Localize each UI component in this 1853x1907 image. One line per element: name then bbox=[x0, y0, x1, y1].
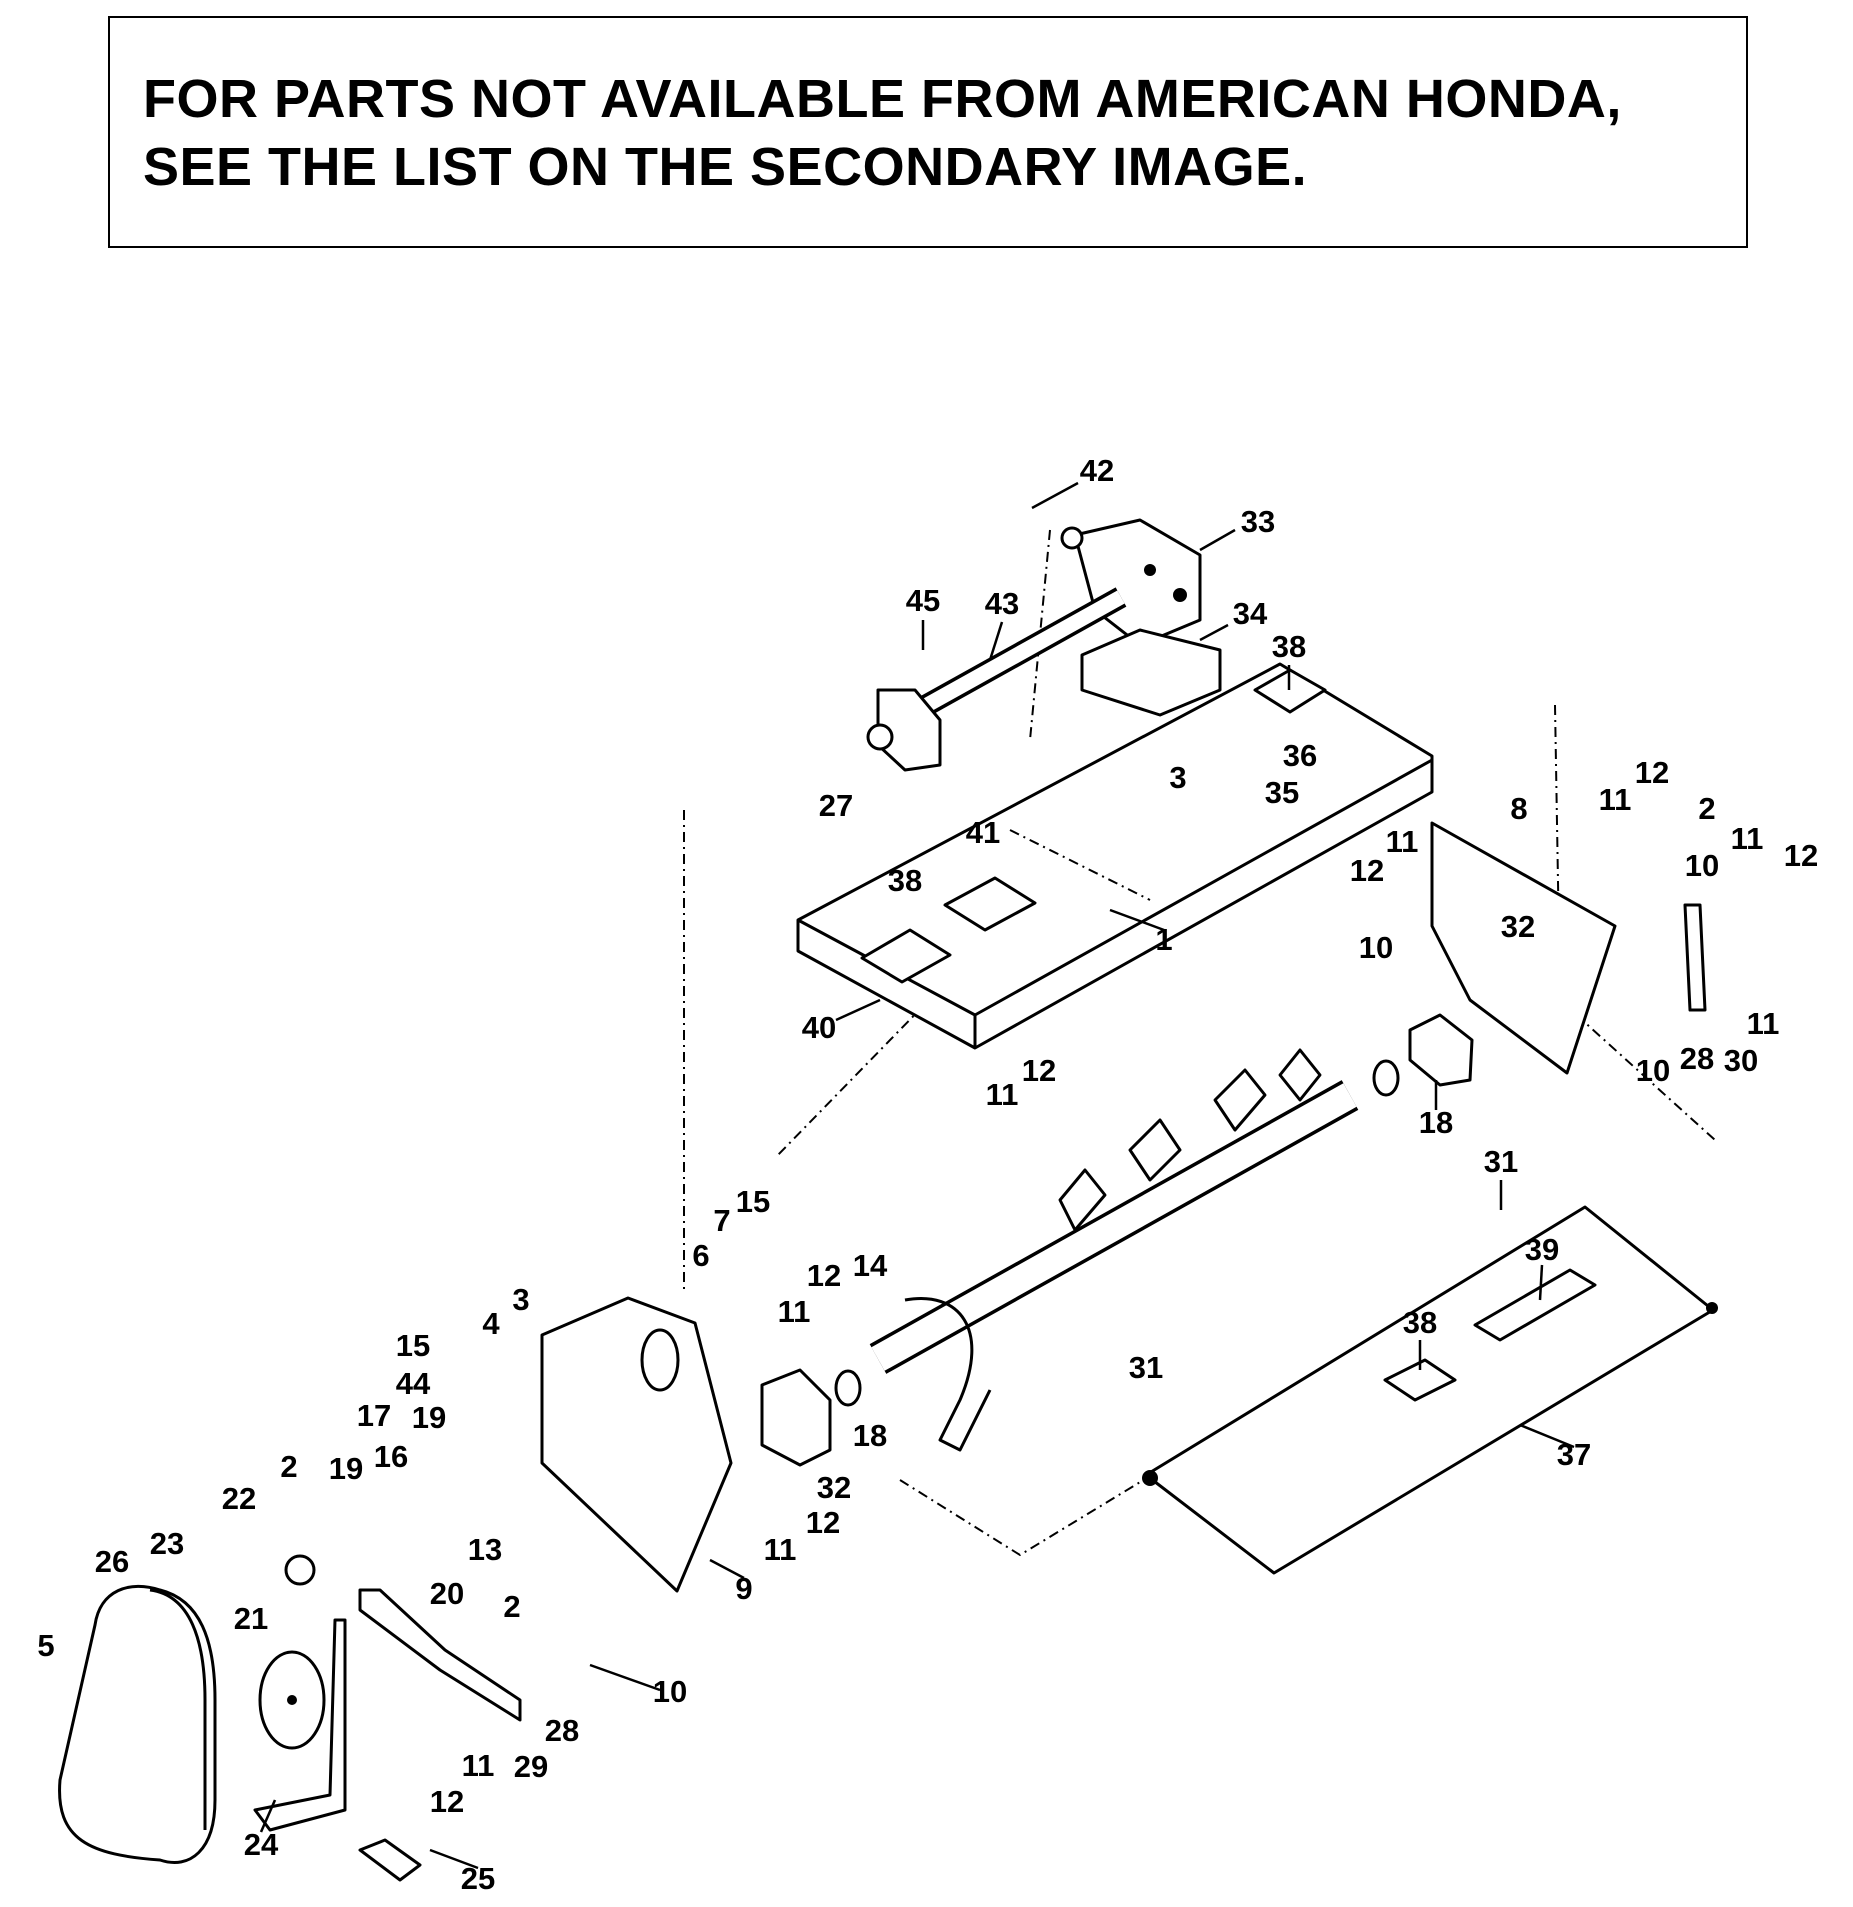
callout: 36 bbox=[1283, 738, 1317, 773]
callout: 38 bbox=[888, 863, 922, 898]
callout: 18 bbox=[853, 1418, 887, 1453]
callout: 14 bbox=[853, 1248, 888, 1283]
callout: 29 bbox=[514, 1749, 548, 1784]
callout: 13 bbox=[468, 1532, 502, 1567]
callout: 21 bbox=[234, 1601, 268, 1636]
callout: 32 bbox=[1501, 909, 1535, 944]
callout: 44 bbox=[396, 1366, 431, 1401]
callout: 20 bbox=[430, 1576, 464, 1611]
callout: 8 bbox=[1510, 791, 1527, 826]
callout: 12 bbox=[1635, 755, 1669, 790]
callout: 11 bbox=[986, 1077, 1019, 1112]
callout: 32 bbox=[817, 1470, 851, 1505]
callout: 37 bbox=[1557, 1437, 1591, 1472]
callout: 2 bbox=[280, 1449, 297, 1484]
leader-lines bbox=[259, 481, 1575, 1870]
callout: 18 bbox=[1419, 1105, 1453, 1140]
side-shield-8 bbox=[1408, 821, 1707, 1087]
callout: 28 bbox=[1680, 1041, 1714, 1076]
callout: 12 bbox=[1350, 853, 1384, 888]
callout: 43 bbox=[985, 586, 1019, 621]
callout: 7 bbox=[713, 1203, 730, 1238]
notice-line-1: FOR PARTS NOT AVAILABLE FROM AMERICAN HO… bbox=[143, 69, 1622, 129]
callout: 31 bbox=[1129, 1350, 1163, 1385]
callout: 38 bbox=[1272, 629, 1306, 664]
upper-frame-40 bbox=[796, 662, 1434, 1050]
callout: 3 bbox=[1169, 760, 1186, 795]
callout: 12 bbox=[807, 1258, 841, 1293]
callout: 31 bbox=[1484, 1144, 1518, 1179]
callout: 11 bbox=[1386, 824, 1419, 859]
callout: 9 bbox=[735, 1571, 752, 1606]
callout: 15 bbox=[736, 1184, 770, 1219]
callout: 45 bbox=[906, 583, 940, 618]
callout-numbers: 42 33 45 43 34 38 36 35 3 27 41 38 1 40 … bbox=[37, 453, 1818, 1896]
callout: 12 bbox=[1784, 838, 1818, 873]
notice-line-2: SEE THE LIST ON THE SECONDARY IMAGE. bbox=[143, 137, 1308, 197]
callout: 16 bbox=[374, 1439, 408, 1474]
callout: 10 bbox=[653, 1674, 687, 1709]
callout: 10 bbox=[1359, 930, 1393, 965]
callout: 11 bbox=[1599, 782, 1632, 817]
callout: 39 bbox=[1525, 1232, 1559, 1267]
callout: 23 bbox=[150, 1526, 184, 1561]
chain-case-26 bbox=[58, 1554, 522, 1882]
notice-box: FOR PARTS NOT AVAILABLE FROM AMERICAN HO… bbox=[108, 16, 1748, 248]
callout: 27 bbox=[819, 788, 853, 823]
callout: 35 bbox=[1265, 775, 1299, 810]
callout: 40 bbox=[802, 1010, 836, 1045]
callout: 3 bbox=[512, 1282, 529, 1317]
callout: 26 bbox=[95, 1544, 129, 1579]
callout: 5 bbox=[37, 1628, 54, 1663]
callout: 6 bbox=[692, 1238, 709, 1273]
callout: 10 bbox=[1636, 1053, 1670, 1088]
callout: 11 bbox=[462, 1748, 495, 1783]
callout: 11 bbox=[778, 1294, 811, 1329]
tine-shaft bbox=[834, 1048, 1400, 1452]
callout: 15 bbox=[396, 1328, 430, 1363]
shaft-43 bbox=[866, 587, 1127, 772]
callout: 12 bbox=[430, 1784, 464, 1819]
callout: 28 bbox=[545, 1713, 579, 1748]
callout: 11 bbox=[764, 1532, 797, 1567]
callout: 22 bbox=[222, 1481, 256, 1516]
callout: 11 bbox=[1731, 821, 1764, 856]
callout: 30 bbox=[1724, 1043, 1758, 1078]
callout: 19 bbox=[412, 1400, 446, 1435]
callout: 12 bbox=[806, 1505, 840, 1540]
callout: 10 bbox=[1685, 848, 1719, 883]
callout: 42 bbox=[1080, 453, 1114, 488]
callout: 33 bbox=[1241, 504, 1275, 539]
callout: 24 bbox=[244, 1827, 279, 1862]
callout: 25 bbox=[461, 1861, 495, 1896]
callout: 11 bbox=[1747, 1006, 1780, 1041]
callout: 19 bbox=[329, 1451, 363, 1486]
callout: 2 bbox=[503, 1589, 520, 1624]
callout: 1 bbox=[1155, 922, 1172, 957]
callout: 17 bbox=[357, 1398, 391, 1433]
callout: 12 bbox=[1022, 1053, 1056, 1088]
callout: 2 bbox=[1698, 791, 1715, 826]
callout: 34 bbox=[1233, 596, 1268, 631]
callout: 41 bbox=[966, 815, 1000, 850]
gearbox-33 bbox=[1060, 518, 1222, 717]
callout: 4 bbox=[482, 1306, 500, 1341]
rear-cover-37 bbox=[1142, 1205, 1718, 1575]
side-plate-9 bbox=[540, 1296, 832, 1593]
callout: 38 bbox=[1403, 1305, 1437, 1340]
